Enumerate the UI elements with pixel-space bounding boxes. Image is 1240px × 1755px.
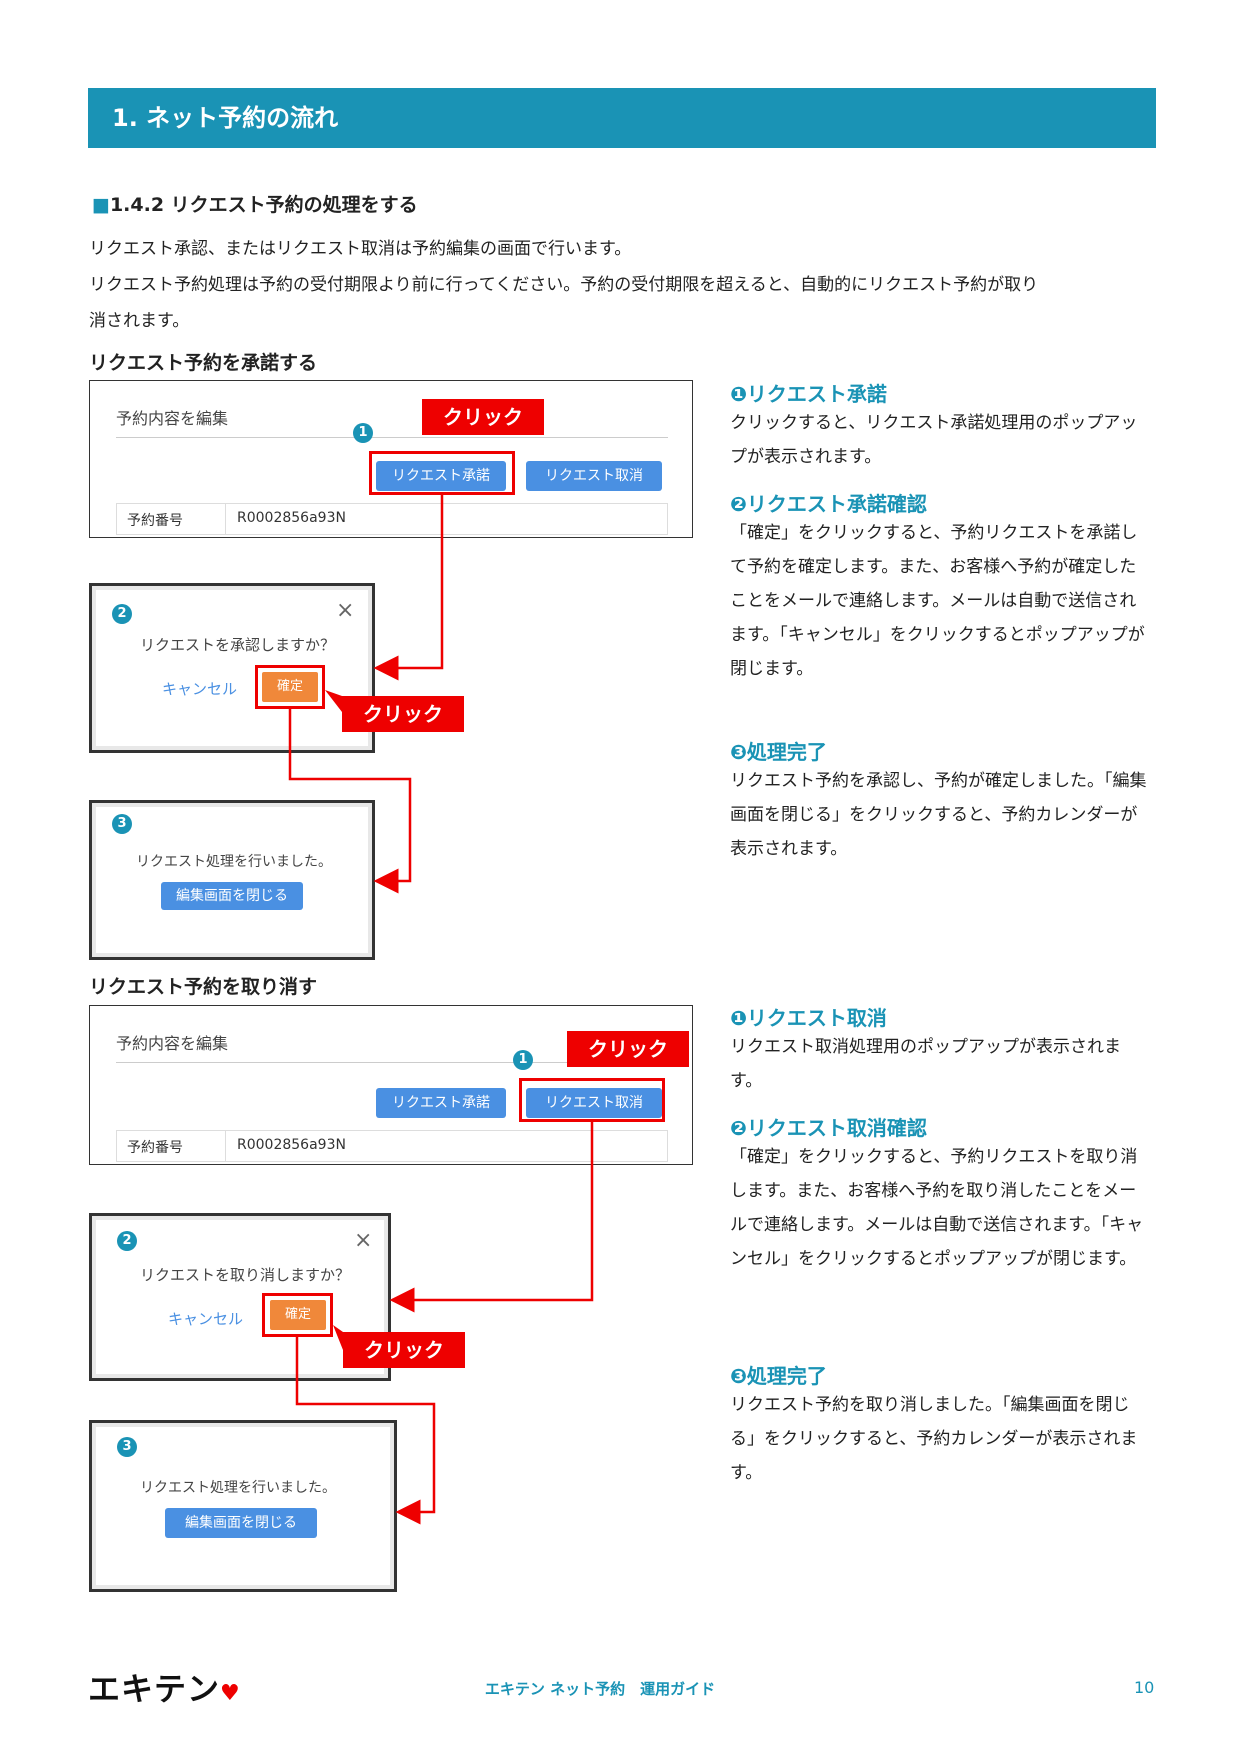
close-editor-button[interactable]: 編集画面を閉じる xyxy=(165,1508,317,1538)
intro-line-2: リクエスト予約処理は予約の受付期限より前に行ってください。予約の受付期限を超える… xyxy=(89,275,1039,295)
heart-icon: ♥ xyxy=(220,1681,241,1706)
callout-pointer xyxy=(325,690,342,712)
cancel-desc-1-heading: ❶リクエスト取消 xyxy=(730,1006,887,1030)
request-approve-button[interactable]: リクエスト承諾 xyxy=(376,1088,506,1118)
callout-pointer xyxy=(333,1325,343,1350)
subsection-title-text: 1.4.2 リクエスト予約の処理をする xyxy=(109,194,418,216)
close-editor-button[interactable]: 編集画面を閉じる xyxy=(161,882,303,910)
highlight-box xyxy=(262,1293,333,1337)
cancel-desc-1-text: リクエスト取消処理用のポップアップが表示されます。 xyxy=(730,1037,1121,1091)
approve-desc-3-text: リクエスト予約を承認し、予約が確定しました。「編集画面を閉じる」をクリックすると… xyxy=(730,771,1147,859)
ekiten-logo: エキテン♥ xyxy=(88,1664,241,1710)
step-1-badge: 1 xyxy=(513,1050,533,1070)
popup-cancel-link[interactable]: キャンセル xyxy=(168,1310,244,1328)
approve-desc-3-heading: ❸処理完了 xyxy=(730,740,827,764)
click-callout: クリック xyxy=(422,399,544,435)
close-icon[interactable]: × xyxy=(354,1228,373,1253)
subsection-title: ■1.4.2 リクエスト予約の処理をする xyxy=(92,190,418,217)
popup-confirm-button[interactable]: 確定 xyxy=(262,672,318,702)
done-message: リクエスト処理を行いました。 xyxy=(136,854,332,870)
done-message: リクエスト処理を行いました。 xyxy=(140,1480,336,1496)
click-callout: クリック xyxy=(342,696,464,732)
popup-cancel-link[interactable]: キャンセル xyxy=(162,680,238,698)
reservation-number-label: 予約番号 xyxy=(127,1140,183,1156)
close-icon[interactable]: × xyxy=(336,598,355,623)
step-2-badge: 2 xyxy=(117,1231,137,1251)
section-banner: 1. ネット予約の流れ xyxy=(88,88,1156,148)
approve-desc-2-text: 「確定」をクリックすると、予約リクエストを承諾して予約を確定します。また、お客様… xyxy=(730,523,1145,679)
approve-desc-1-text: クリックすると、リクエスト承諾処理用のポップアップが表示されます。 xyxy=(730,413,1138,467)
connector-arrow xyxy=(288,709,412,894)
approve-done-popup: リクエスト処理を行いました。 xyxy=(89,800,375,960)
reservation-number-row: 予約番号 R0002856a93N xyxy=(116,503,668,535)
step-2-badge: 2 xyxy=(112,604,132,624)
divider xyxy=(116,1062,668,1063)
request-cancel-button[interactable]: リクエスト取消 xyxy=(526,461,662,491)
intro-line-1: リクエスト承認、またはリクエスト取消は予約編集の画面で行います。 xyxy=(89,239,632,259)
cancel-desc-2-heading: ❷リクエスト取消確認 xyxy=(730,1116,927,1140)
approve-subtitle: リクエスト予約を承諾する xyxy=(89,352,318,374)
reservation-number-row: 予約番号 R0002856a93N xyxy=(116,1130,668,1162)
request-cancel-button[interactable]: リクエスト取消 xyxy=(526,1088,662,1118)
divider xyxy=(116,437,668,438)
highlight-box xyxy=(519,1078,665,1122)
approve-edit-screen: 予約内容を編集 リクエスト承諾 リクエスト取消 予約番号 R0002856a93… xyxy=(89,380,693,538)
connector-arrow xyxy=(295,1337,436,1525)
intro-line-3: 消されます。 xyxy=(89,311,190,331)
reservation-number-label: 予約番号 xyxy=(127,513,183,529)
reservation-number-value: R0002856a93N xyxy=(237,1137,346,1153)
cancel-confirm-popup: × リクエストを取り消しますか？ キャンセル xyxy=(89,1213,391,1381)
cancel-desc-3-heading: ❸処理完了 xyxy=(730,1364,827,1388)
reservation-number-value: R0002856a93N xyxy=(237,510,346,526)
highlight-box xyxy=(255,665,325,709)
popup-confirm-button[interactable]: 確定 xyxy=(270,1300,326,1330)
step-1-badge: 1 xyxy=(353,423,373,443)
connector-arrow xyxy=(373,495,444,681)
request-approve-button[interactable]: リクエスト承諾 xyxy=(376,461,506,491)
footer-guide-title: エキテン ネット予約 運用ガイド xyxy=(484,1680,716,1698)
square-marker-icon: ■ xyxy=(92,194,110,216)
step-3-badge: 3 xyxy=(117,1437,137,1457)
step-3-badge: 3 xyxy=(112,814,132,834)
cancel-desc-2-text: 「確定」をクリックすると、予約リクエストを取り消します。また、お客様へ予約を取り… xyxy=(730,1147,1144,1269)
cancel-subtitle: リクエスト予約を取り消す xyxy=(89,976,318,998)
click-callout: クリック xyxy=(567,1031,689,1067)
popup-question: リクエストを承認しますか？ xyxy=(140,636,336,654)
approve-desc-2-heading: ❷リクエスト承諾確認 xyxy=(730,492,927,516)
logo-text: エキテン xyxy=(88,1670,221,1708)
cancel-done-popup: リクエスト処理を行いました。 xyxy=(89,1420,397,1592)
cancel-desc-3-text: リクエスト予約を取り消しました。「編集画面を閉じる」をクリックすると、予約カレン… xyxy=(730,1395,1138,1483)
popup-question: リクエストを取り消しますか？ xyxy=(140,1266,351,1284)
highlight-box xyxy=(369,451,515,495)
connector-arrow xyxy=(389,1122,594,1313)
edit-title: 予約内容を編集 xyxy=(116,409,229,428)
approve-desc-1-heading: ❶リクエスト承諾 xyxy=(730,382,887,406)
edit-title: 予約内容を編集 xyxy=(116,1034,229,1053)
click-callout: クリック xyxy=(343,1332,465,1368)
page-number: 10 xyxy=(1134,1678,1155,1697)
